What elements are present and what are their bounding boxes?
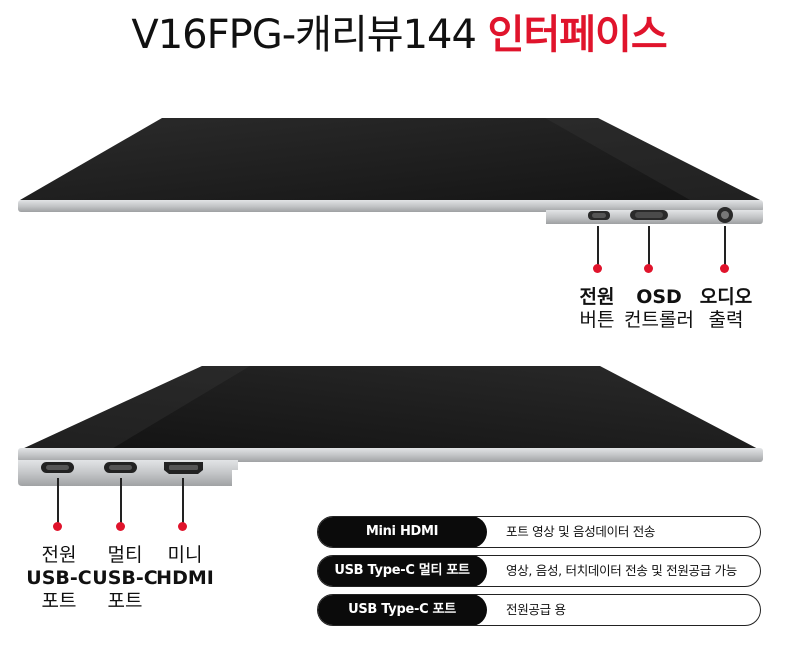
label-usbc-multi: 멀티 USB-C 포트: [88, 544, 162, 613]
pointer-line-usbc-multi: [120, 478, 122, 526]
pointer-line-audio: [724, 226, 726, 268]
label-usbc-multi-top: 멀티: [107, 544, 143, 566]
label-mini-hdmi-bold: HDMI: [156, 567, 214, 589]
title-accent: 인터페이스: [487, 12, 668, 58]
pointer-line-mini-hdmi: [182, 478, 184, 526]
label-power-button: 전원 버튼: [567, 286, 627, 332]
info-desc-usbc-multi: 영상, 음성, 터치데이터 전송 및 전원공급 가능: [506, 563, 737, 578]
pointer-line-power: [597, 226, 599, 268]
label-usbc-multi-bold: USB-C: [92, 567, 158, 589]
pointer-dot-power: [593, 264, 602, 273]
pointer-dot-mini-hdmi: [178, 522, 187, 531]
bezel-edge-top: [18, 200, 763, 212]
info-row-usbc-power: USB Type-C 포트 전원공급 용: [317, 594, 761, 626]
label-power-normal: 버튼: [579, 309, 615, 331]
pointer-dot-usbc-power: [53, 522, 62, 531]
label-osd-controller: OSD 컨트롤러: [614, 286, 704, 332]
label-usbc-multi-bottom: 포트: [107, 590, 143, 612]
pointer-line-usbc-power: [57, 478, 59, 526]
label-osd-normal: 컨트롤러: [624, 309, 694, 331]
label-audio-output: 오디오 출력: [694, 286, 758, 332]
info-row-usbc-multi: USB Type-C 멀티 포트 영상, 음성, 터치데이터 전송 및 전원공급…: [317, 555, 761, 587]
label-audio-normal: 출력: [708, 309, 744, 331]
page-title: V16FPG-캐리뷰144 인터페이스: [0, 8, 798, 62]
screen-panel-top: [20, 118, 760, 200]
monitor-top-view: [0, 0, 798, 240]
info-label-usbc-multi: USB Type-C 멀티 포트: [318, 556, 487, 586]
info-desc-mini-hdmi: 포트 영상 및 음성데이터 전송: [506, 524, 656, 539]
info-row-mini-hdmi: Mini HDMI 포트 영상 및 음성데이터 전송: [317, 516, 761, 548]
bezel-edge-bottom: [18, 448, 763, 462]
info-desc-usbc-power: 전원공급 용: [506, 602, 566, 617]
label-osd-bold: OSD: [636, 286, 682, 308]
label-power-bold: 전원: [579, 286, 615, 308]
title-main: V16FPG-캐리뷰144: [131, 12, 477, 58]
screen-panel-bottom: [20, 366, 760, 450]
pointer-dot-audio: [720, 264, 729, 273]
label-usbc-power: 전원 USB-C 포트: [22, 544, 96, 613]
label-mini-hdmi-top: 미니: [167, 544, 203, 566]
label-usbc-power-bold: USB-C: [26, 567, 92, 589]
label-usbc-power-top: 전원: [41, 544, 77, 566]
pointer-dot-osd: [644, 264, 653, 273]
info-label-usbc-power: USB Type-C 포트: [318, 595, 487, 625]
label-audio-bold: 오디오: [699, 286, 753, 308]
pointer-dot-usbc-multi: [116, 522, 125, 531]
pointer-line-osd: [648, 226, 650, 268]
info-label-mini-hdmi: Mini HDMI: [318, 517, 487, 547]
label-usbc-power-bottom: 포트: [41, 590, 77, 612]
label-mini-hdmi: 미니 HDMI: [152, 544, 218, 590]
monitor-bottom-view: [18, 366, 763, 486]
